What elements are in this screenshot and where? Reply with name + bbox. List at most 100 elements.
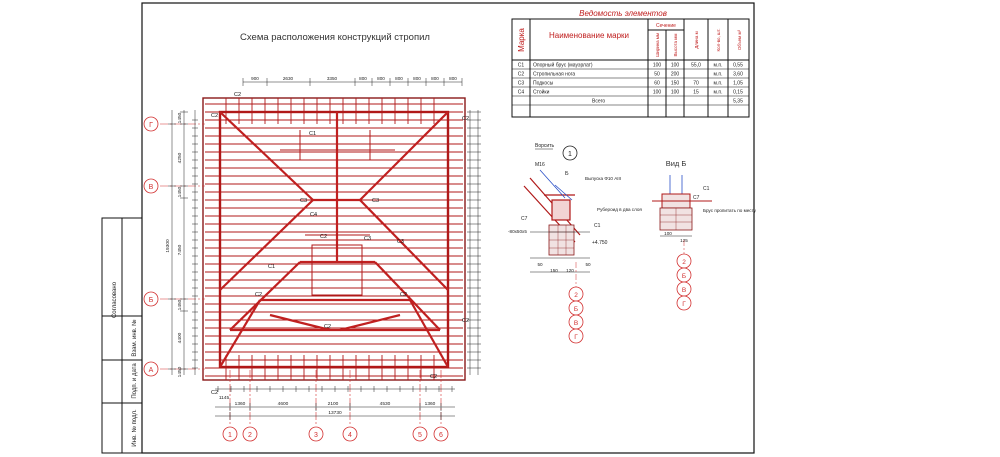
label-c2: С2 <box>430 374 437 380</box>
label-c2: С2 <box>462 318 469 324</box>
view-b-title: Вид Б <box>666 159 687 168</box>
row-name: Стойки <box>533 89 550 96</box>
header-name: Наименование марки <box>549 31 629 40</box>
axis-letter: А <box>149 367 154 374</box>
schedule-row: С4 Стойки 100 100 15 м.п. 0,15 <box>518 89 743 96</box>
schedule-row: С2 Стропильная нога 50 200 м.п. 3,60 <box>518 72 743 78</box>
label-c2: С2 <box>211 113 218 119</box>
row-name: Опорный брус (мауэрлат) <box>533 62 593 69</box>
label-c1: С1 <box>309 131 316 137</box>
total-volume: 5,35 <box>733 99 743 105</box>
left-dim: 7450 <box>177 244 183 255</box>
axis-bubble-6: 6 <box>433 426 449 442</box>
row-height: 150 <box>671 81 680 87</box>
header-mark: Марка <box>517 28 526 52</box>
label-b: Б <box>565 171 569 177</box>
label-release: Выпуска Ф10 АIII <box>585 176 621 181</box>
axis-bubble-2: 2 <box>242 426 258 442</box>
label-level: +4.750 <box>592 240 608 246</box>
left-dim: 1450 <box>177 112 183 123</box>
right-ticks <box>467 111 481 369</box>
label-c2: С2 <box>324 324 331 330</box>
axis-number: 6 <box>439 432 443 439</box>
node-detail-1: 1 Ворсить М16 Б Выпуска Ф10 АIII С7 -80х… <box>508 143 642 344</box>
left-total: 19300 <box>165 239 171 253</box>
row-length: 70 <box>693 81 699 87</box>
schedule-row: С1 Опорный брус (мауэрлат) 100 100 55,0 … <box>518 62 743 69</box>
rafter-group <box>205 98 463 380</box>
axis-label: Г <box>682 301 686 308</box>
header-volume: Объем м³ <box>737 29 742 50</box>
axis-label: 2 <box>574 292 578 299</box>
row-volume: 1,05 <box>733 81 743 87</box>
axis-label: Г <box>574 334 578 341</box>
axis-bubble-4: 4 <box>342 426 358 442</box>
roof-plan: С2 С2 С1 С3 С3 С4 С2 С3 С3 С1 С2 С2 С2 С… <box>143 76 481 442</box>
detail-number: 1 <box>568 151 572 158</box>
axis-number: 3 <box>314 432 318 439</box>
view-b-axis-bubble: В <box>676 281 692 297</box>
header-height: Высота мм <box>673 34 678 57</box>
header-length: Длина м <box>694 31 699 49</box>
side-stamp: Взам. инв. № Подп. и дата Инв. № подл. С… <box>101 217 143 454</box>
axis-label: В <box>574 320 578 327</box>
ridge-details <box>280 130 395 296</box>
axis-number: 2 <box>248 432 252 439</box>
top-dim: 2630 <box>283 76 294 81</box>
stamp-cell-1: Взам. инв. № <box>131 319 138 356</box>
view-b-note: Брус пропитать по месту <box>703 208 757 213</box>
axis-letter: В <box>149 184 154 191</box>
axis-bubble-3: 3 <box>308 426 324 442</box>
top-dim: 800 <box>431 76 439 81</box>
axis-number: 1 <box>228 432 232 439</box>
axis-number: 5 <box>418 432 422 439</box>
row-mark: С3 <box>518 81 525 87</box>
row-unit: м.п. <box>714 90 723 96</box>
stamp-cell-4: Согласовано <box>112 281 118 318</box>
label-bolt: М16 <box>535 162 545 168</box>
row-name: Подкосы <box>533 81 554 87</box>
axis-bubble-1: 1 <box>222 426 238 442</box>
detail1-dim: 50 <box>585 262 591 267</box>
label-c2: С2 <box>234 92 241 98</box>
axis-letter: Б <box>149 297 154 304</box>
row-unit: м.п. <box>714 63 723 69</box>
header-width: Ширина мм <box>655 33 660 57</box>
label-c7: С7 <box>521 216 528 222</box>
bottom-dim: 1360 <box>235 401 246 407</box>
schedule-title: Ведомость элементов <box>579 9 667 18</box>
schedule-row: С3 Подкосы 60 150 70 м.п. 1,05 <box>518 81 743 87</box>
view-b-axis-bubble: 2 <box>676 253 692 269</box>
view-b-c1: С1 <box>703 186 710 192</box>
label-c3: С3 <box>300 198 307 204</box>
row-name: Стропильная нога <box>533 72 575 78</box>
left-dim: 1450 <box>177 299 183 310</box>
row-width: 50 <box>654 72 660 78</box>
detail1-axis-bubble: В <box>568 314 584 330</box>
detail1-axis-bubble: Г <box>568 328 584 344</box>
row-mark: С4 <box>518 90 525 96</box>
row-height: 200 <box>671 72 680 78</box>
detail1-axis-bubble: 2 <box>568 286 584 302</box>
row-mark: С2 <box>518 72 525 78</box>
label-slab: -80х50х5 <box>508 229 527 234</box>
view-b-axis-bubble: Г <box>676 295 692 311</box>
left-dim: 1450 <box>177 366 183 377</box>
row-volume: 3,60 <box>733 72 743 78</box>
axis-bubble-g: Г <box>143 116 159 132</box>
row-mark: С1 <box>518 63 525 69</box>
label-c3: С3 <box>372 198 379 204</box>
row-width: 100 <box>653 63 662 69</box>
axis-bubble-v: В <box>143 178 159 194</box>
axis-bubble-b: Б <box>143 291 159 307</box>
axis-letter: Г <box>149 122 153 129</box>
left-dimension-chain <box>168 110 196 375</box>
axis-number: 4 <box>348 432 352 439</box>
drawing-title: Схема расположения конструкций стропил <box>240 32 430 43</box>
row-length: 15 <box>693 90 699 96</box>
detail1-dim: 150 <box>550 268 558 273</box>
label-c1: С1 <box>268 264 275 270</box>
bottom-total: 13730 <box>328 410 342 416</box>
detail1-dim: 120 <box>566 268 574 273</box>
